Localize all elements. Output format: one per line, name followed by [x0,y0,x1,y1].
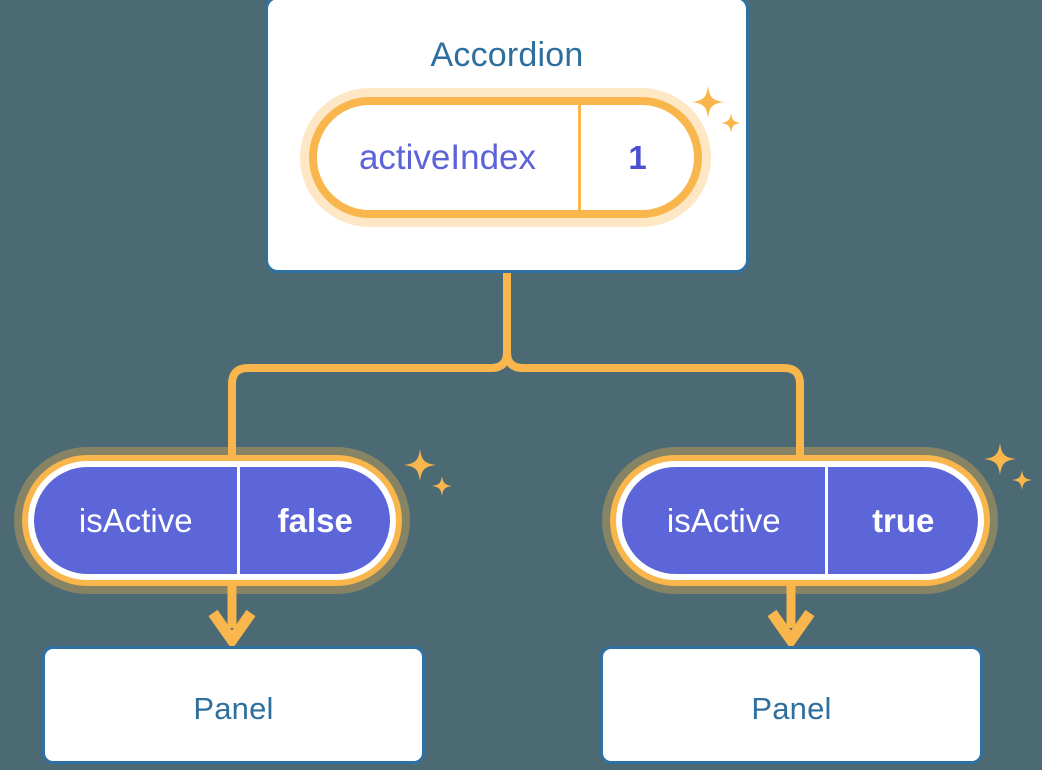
state-pill-key: isActive [34,467,241,574]
sparkle-icon [404,449,436,481]
panel-title: Panel [193,691,274,726]
state-pill-key: activeIndex [317,105,581,210]
sparkle-icon-group-right [984,443,1032,490]
arrow-down-icon-left-head [208,609,256,650]
panel-title: Panel [751,691,832,726]
panel-card-right[interactable]: Panel [600,646,983,764]
state-pill-active-index[interactable]: activeIndex 1 [309,97,702,218]
accordion-title: Accordion [430,36,584,74]
state-pill-body: isActive true [622,467,978,574]
arrow-down-icon-right-head [767,609,815,650]
state-pill-value: true [872,501,935,539]
panel-card-left[interactable]: Panel [42,646,425,764]
state-pill-is-active-true[interactable]: isActive true [610,455,990,586]
sparkle-icon [984,443,1016,475]
state-pill-is-active-false[interactable]: isActive false [22,455,402,586]
state-pill-body: isActive false [34,467,390,574]
sparkle-icon-group-left [404,449,452,496]
state-pill-value: false [277,501,353,539]
sparkle-icon [432,476,452,496]
state-pill-value: 1 [628,138,647,176]
sparkle-icon [1012,470,1032,490]
state-pill-key: isActive [622,467,829,574]
